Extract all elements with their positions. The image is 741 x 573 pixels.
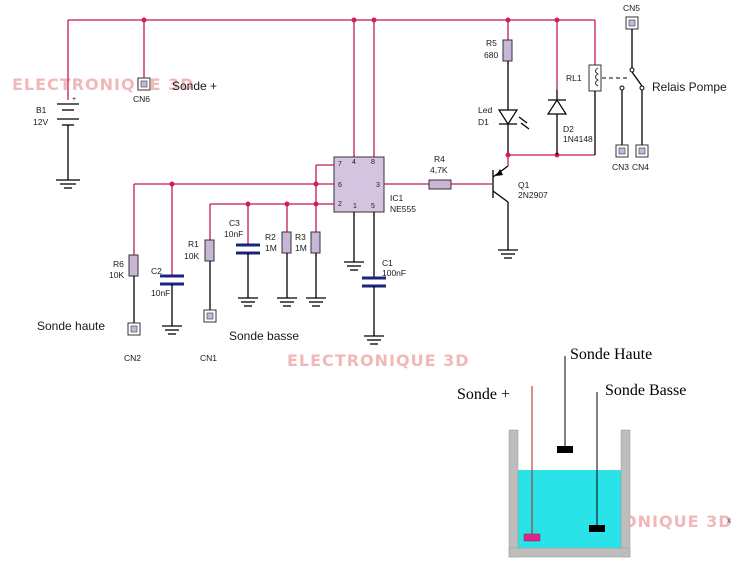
cn6-label: Sonde +: [172, 79, 217, 93]
q1-ref: Q1: [518, 180, 530, 190]
r5-ref: R5: [486, 38, 497, 48]
ic1-ne555: 7 4 8 6 3 2 1 5 IC1 NE555: [333, 156, 416, 214]
cn5-ref: CN5: [623, 3, 640, 13]
probe-low-tip: [589, 525, 605, 532]
probe-plus-tip: [523, 533, 541, 542]
probe-high-label: Sonde Haute: [570, 346, 652, 363]
cn1-ref: CN1: [200, 353, 217, 363]
water-tank: Sonde Haute Sonde + Sonde Basse: [457, 346, 686, 558]
svg-text:+: +: [72, 96, 76, 103]
r5-value: 680: [484, 50, 498, 60]
svg-text:8: 8: [371, 159, 375, 166]
resistor-r1: R1 10K: [184, 239, 215, 310]
capacitor-c3: C3 10nF: [224, 218, 260, 307]
r2-ref: R2: [265, 232, 276, 242]
battery-b1: + B1 12V: [33, 96, 80, 189]
led-ref: Led: [478, 105, 492, 115]
svg-text:7: 7: [338, 161, 342, 168]
cn4-ref: CN4: [632, 162, 649, 172]
led-value: D1: [478, 117, 489, 127]
svg-text:1: 1: [353, 203, 357, 210]
c1-value: 100nF: [382, 268, 406, 278]
c3-value: 10nF: [224, 229, 243, 239]
ic1-value: NE555: [390, 204, 416, 214]
watermark-top: ELECTRONIQUE 3D: [12, 75, 194, 94]
r4-value: 4,7K: [430, 165, 448, 175]
supply-rail: [67, 17, 596, 157]
r6-ref: R6: [113, 259, 124, 269]
r6-value: 10K: [109, 270, 124, 280]
relay-rl1: RL1: [566, 64, 630, 155]
r1-value: 10K: [184, 251, 199, 261]
cn2-ref: CN2: [124, 353, 141, 363]
svg-text:2: 2: [338, 201, 342, 208]
b1-ref: B1: [36, 105, 47, 115]
resistor-r2: R2 1M: [265, 231, 297, 307]
resistor-r6: R6 10K: [109, 254, 139, 323]
d2-value: 1N4148: [563, 134, 593, 144]
resistor-r3: R3 1M: [295, 204, 326, 307]
ic1-ref: IC1: [390, 193, 404, 203]
capacitor-c2: C2 10nF: [151, 266, 184, 335]
watermark-middle: ELECTRONIQUE 3D: [287, 351, 469, 370]
diode-d2: D2 1N4148: [546, 90, 593, 155]
q1-value: 2N2907: [518, 190, 548, 200]
svg-text:5: 5: [371, 203, 375, 210]
corner-mark: x: [727, 516, 731, 525]
rl1-ref: RL1: [566, 73, 582, 83]
svg-text:4: 4: [352, 159, 356, 166]
r2-value: 1M: [265, 243, 277, 253]
svg-text:3: 3: [376, 182, 380, 189]
led-d1: Led D1: [478, 105, 530, 155]
capacitor-c1: C1 100nF: [362, 212, 406, 345]
cn6-ref: CN6: [133, 94, 150, 104]
probe-low-label: Sonde Basse: [605, 382, 686, 399]
connector-cn2: CN2 Sonde haute: [37, 319, 141, 363]
c2-ref: C2: [151, 266, 162, 276]
r3-ref: R3: [295, 232, 306, 242]
c1-ref: C1: [382, 258, 393, 268]
r3-value: 1M: [295, 243, 307, 253]
relay-label: Relais Pompe: [652, 80, 727, 94]
d2-ref: D2: [563, 124, 574, 134]
r1-ref: R1: [188, 239, 199, 249]
cn2-label: Sonde haute: [37, 319, 105, 333]
connector-cn6: CN6 Sonde +: [133, 77, 217, 104]
c3-ref: C3: [229, 218, 240, 228]
b1-value: 12V: [33, 117, 48, 127]
resistor-r5: R5 680: [484, 38, 513, 110]
r4-ref: R4: [434, 154, 445, 164]
cn1-label: Sonde basse: [229, 329, 299, 343]
c2-value: 10nF: [151, 288, 170, 298]
svg-text:6: 6: [338, 182, 342, 189]
relay-contacts: CN5 CN3 CN4 Relais Pompe: [612, 3, 727, 172]
transistor-q1: Q1 2N2907: [492, 155, 548, 259]
resistor-r4: R4 4,7K: [384, 154, 492, 190]
connector-cn1: CN1 Sonde basse: [200, 309, 299, 363]
probe-high-tip: [557, 446, 573, 453]
probe-plus-label: Sonde +: [457, 386, 510, 403]
cn3-ref: CN3: [612, 162, 629, 172]
